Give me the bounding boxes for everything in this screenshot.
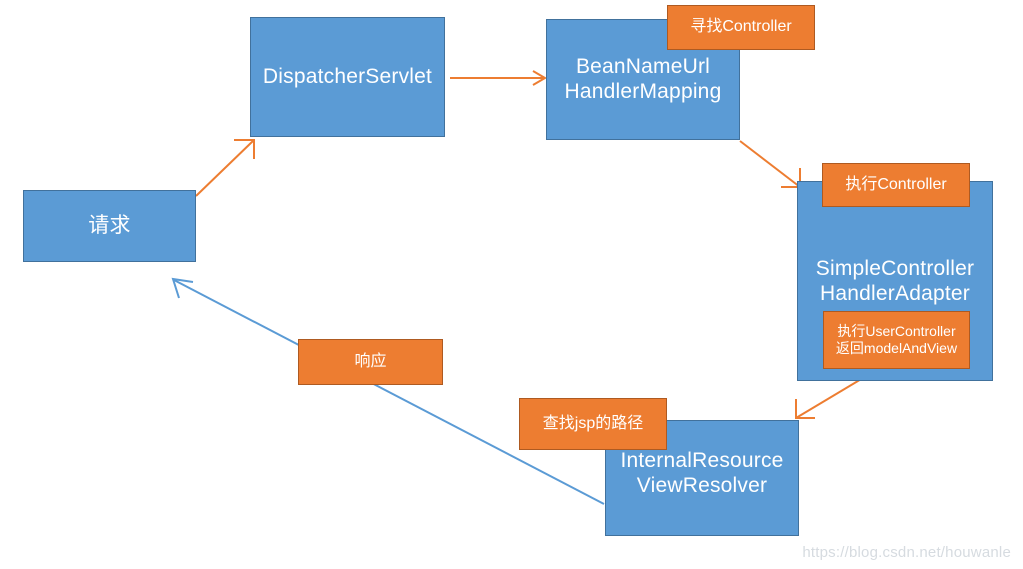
edge-handlermapping-to-adapter bbox=[739, 140, 801, 188]
label-find-controller[interactable]: 寻找Controller bbox=[667, 5, 815, 50]
label-find-jsp-path[interactable]: 查找jsp的路径 bbox=[519, 398, 667, 450]
node-request[interactable]: 请求 bbox=[23, 190, 196, 262]
edge-request-to-dispatcher bbox=[195, 139, 255, 197]
label-response[interactable]: 响应 bbox=[298, 339, 443, 385]
edge-dispatcher-to-handlermapping bbox=[450, 70, 547, 86]
edge-adapter-to-viewresolver bbox=[795, 374, 869, 419]
label-execute-usercontroller-return-modelandview[interactable]: 执行UserController 返回modelAndView bbox=[823, 311, 970, 369]
edge-viewresolver-to-request bbox=[171, 277, 605, 505]
label-execute-controller[interactable]: 执行Controller bbox=[822, 163, 970, 207]
watermark: https://blog.csdn.net/houwanle bbox=[802, 544, 1011, 561]
node-dispatcher-servlet[interactable]: DispatcherServlet bbox=[250, 17, 445, 137]
